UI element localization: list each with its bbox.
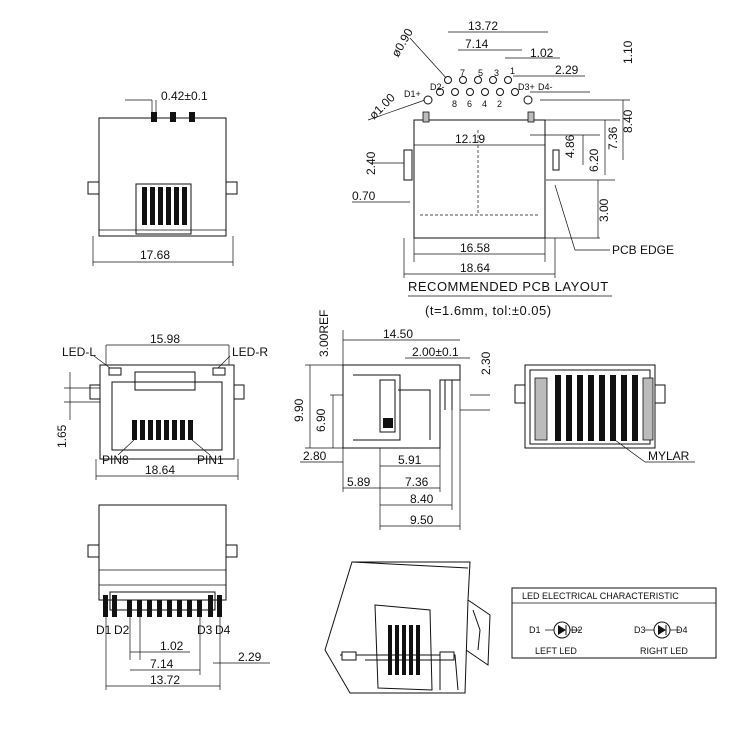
dim-2-80: 2.80: [303, 449, 327, 463]
dim-18-64: 18.64: [460, 261, 490, 275]
pin-6: 6: [467, 99, 472, 109]
dim-14-50: 14.50: [383, 327, 413, 341]
dim-7-36: 7.36: [606, 126, 620, 150]
pin1-label: PIN1: [197, 453, 224, 467]
dim-7-36-side: 7.36: [405, 475, 429, 489]
dim-0-90: ø0.90: [388, 26, 416, 60]
dim-6-20: 6.20: [587, 148, 601, 172]
dim-7-14-bottom: 7.14: [150, 657, 174, 671]
pcb-layout-note: (t=1.6mm, tol:±0.05): [425, 303, 552, 318]
dim-0-70: 0.70: [352, 189, 376, 203]
pcb-layout-title: RECOMMENDED PCB LAYOUT: [408, 279, 609, 294]
right-led-b: D4: [676, 625, 688, 635]
dim-1-10: 1.10: [621, 40, 635, 64]
dim-5-91: 5.91: [398, 453, 422, 467]
dim-5-89: 5.89: [347, 475, 371, 489]
led-pin-d3p: D3+: [518, 82, 535, 92]
pcb-layout: 13.72 7.14 1.02 2.29 1.10 ø0.90 ø1.00 7 …: [352, 19, 674, 318]
pin-7: 7: [460, 68, 465, 78]
dim-9-50: 9.50: [410, 513, 434, 527]
dim-7-14: 7.14: [465, 37, 489, 51]
dim-15-98: 15.98: [150, 332, 180, 346]
pin-8: 8: [452, 99, 457, 109]
dim-3-00-ref: 3.00REF: [317, 310, 331, 357]
top-view: 0.42±0.1 17.68: [87, 89, 238, 266]
pin-4: 4: [482, 99, 487, 109]
dim-2-29: 2.29: [555, 63, 579, 77]
left-led-a: D1: [529, 625, 541, 635]
pin-5: 5: [478, 68, 483, 78]
dim-8-40-side: 8.40: [410, 492, 434, 506]
dim-9-90: 9.90: [292, 398, 306, 422]
dim-width: 17.68: [140, 248, 170, 262]
led-pin-d1p: D1+: [404, 89, 421, 99]
dim-16-58: 16.58: [460, 241, 490, 255]
dim-12-19: 12.19: [455, 132, 485, 146]
pin-1: 1: [510, 66, 515, 76]
front-view: 15.98 LED-L LED-R 1.65 PIN8 PIN1 18.64: [55, 332, 268, 480]
dim-2-29-bottom: 2.29: [238, 650, 262, 664]
left-led-symbol: [545, 621, 580, 639]
d2-label: D2: [114, 623, 130, 637]
dim-3-00: 3.00: [597, 198, 611, 222]
pin-2: 2: [497, 99, 502, 109]
dim-1-02: 1.02: [530, 46, 554, 60]
dim-1-65: 1.65: [55, 424, 69, 448]
dim-1-02-bottom: 1.02: [160, 639, 184, 653]
d4-label: D4: [215, 623, 231, 637]
dim-13-72-bottom: 13.72: [150, 673, 180, 687]
dim-18-64-front: 18.64: [145, 463, 175, 477]
dim-pin-width: 0.42±0.1: [161, 89, 208, 103]
side-view: 3.00REF 14.50 2.00±0.1 2.30 9.90 6.90 2.…: [292, 310, 493, 530]
bottom-view: D1 D2 D3 D4 1.02 7.14 13.72 2.29: [87, 504, 270, 690]
led-r-label: LED-R: [232, 345, 268, 359]
dim-6-90: 6.90: [314, 408, 328, 432]
dim-8-40: 8.40: [621, 109, 635, 133]
d1-label: D1: [96, 623, 112, 637]
dim-1-00: ø1.00: [366, 90, 398, 122]
pin-3: 3: [494, 68, 499, 78]
dim-2-30: 2.30: [479, 351, 493, 375]
dim-2-00: 2.00±0.1: [412, 345, 459, 359]
led-characteristic-box: LED ELECTRICAL CHARACTERISTIC D1 D2 LEFT…: [511, 587, 717, 659]
right-led-label: RIGHT LED: [640, 646, 688, 656]
mylar-label: MYLAR: [648, 449, 690, 463]
right-led-a: D3: [634, 625, 646, 635]
isometric-view: [324, 561, 491, 694]
dim-4-86: 4.86: [563, 134, 577, 158]
left-led-b: D2: [571, 625, 583, 635]
pcb-edge-label: PCB EDGE: [612, 243, 674, 257]
d3-label: D3: [197, 623, 213, 637]
led-pin-d2m: D2-: [430, 82, 445, 92]
led-pin-d4m: D4-: [538, 82, 553, 92]
dim-13-72: 13.72: [468, 19, 498, 33]
led-l-label: LED-L: [62, 345, 96, 359]
left-led-label: LEFT LED: [535, 646, 577, 656]
led-box-title: LED ELECTRICAL CHARACTERISTIC: [522, 591, 679, 601]
rear-view: MYLAR: [514, 364, 695, 463]
right-led-symbol: [645, 621, 680, 639]
pin8-label: PIN8: [102, 453, 129, 467]
